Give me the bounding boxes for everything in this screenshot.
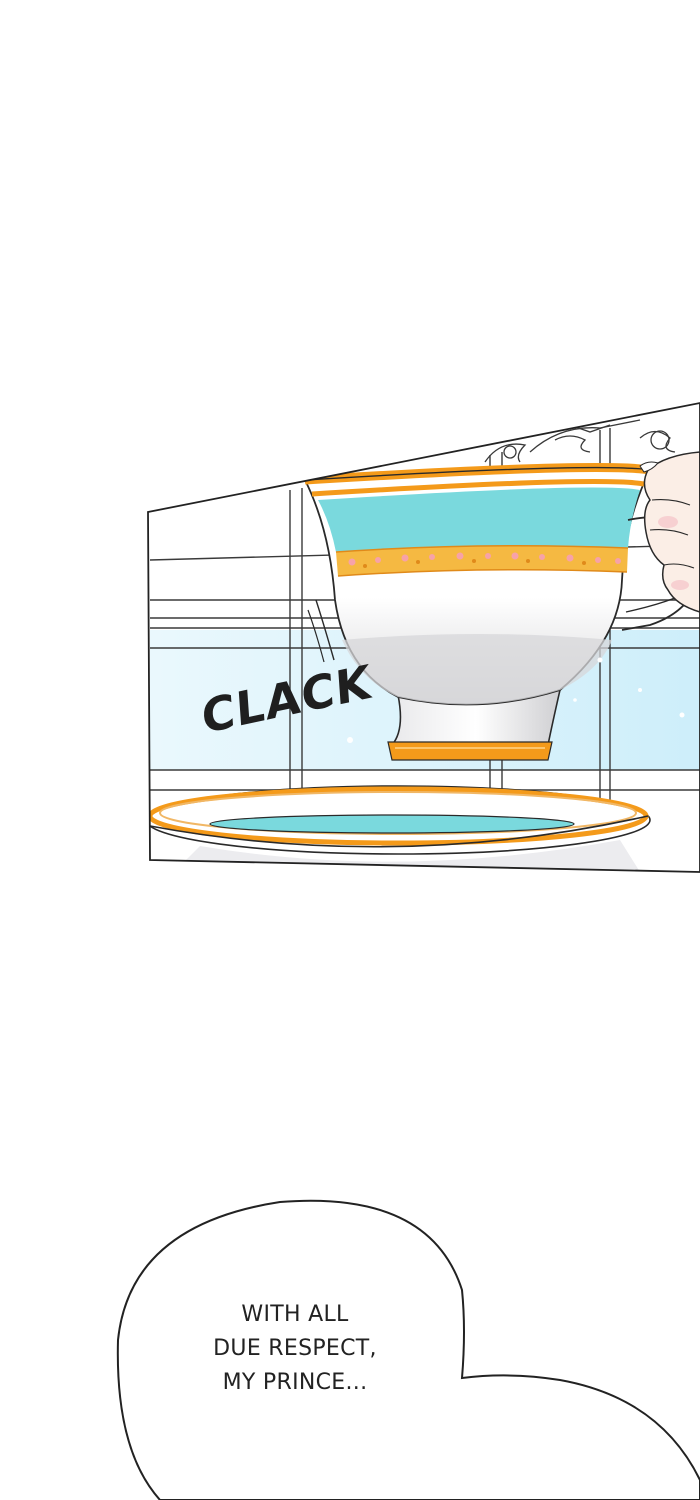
speech-bubble — [116, 1199, 700, 1500]
teacup-panel — [147, 402, 700, 873]
floral-pattern — [348, 552, 621, 566]
dialogue-line: MY PRINCE... — [222, 1370, 368, 1395]
speech-bubble-text: WITH ALL DUE RESPECT, MY PRINCE... — [170, 1298, 420, 1400]
cup-foot — [387, 689, 562, 761]
teacup — [303, 463, 700, 706]
dialogue-line: DUE RESPECT, — [213, 1336, 377, 1361]
dialogue-line: WITH ALL — [241, 1302, 349, 1327]
sparkles — [347, 657, 685, 743]
hand — [639, 451, 700, 614]
panel-border — [147, 402, 700, 873]
